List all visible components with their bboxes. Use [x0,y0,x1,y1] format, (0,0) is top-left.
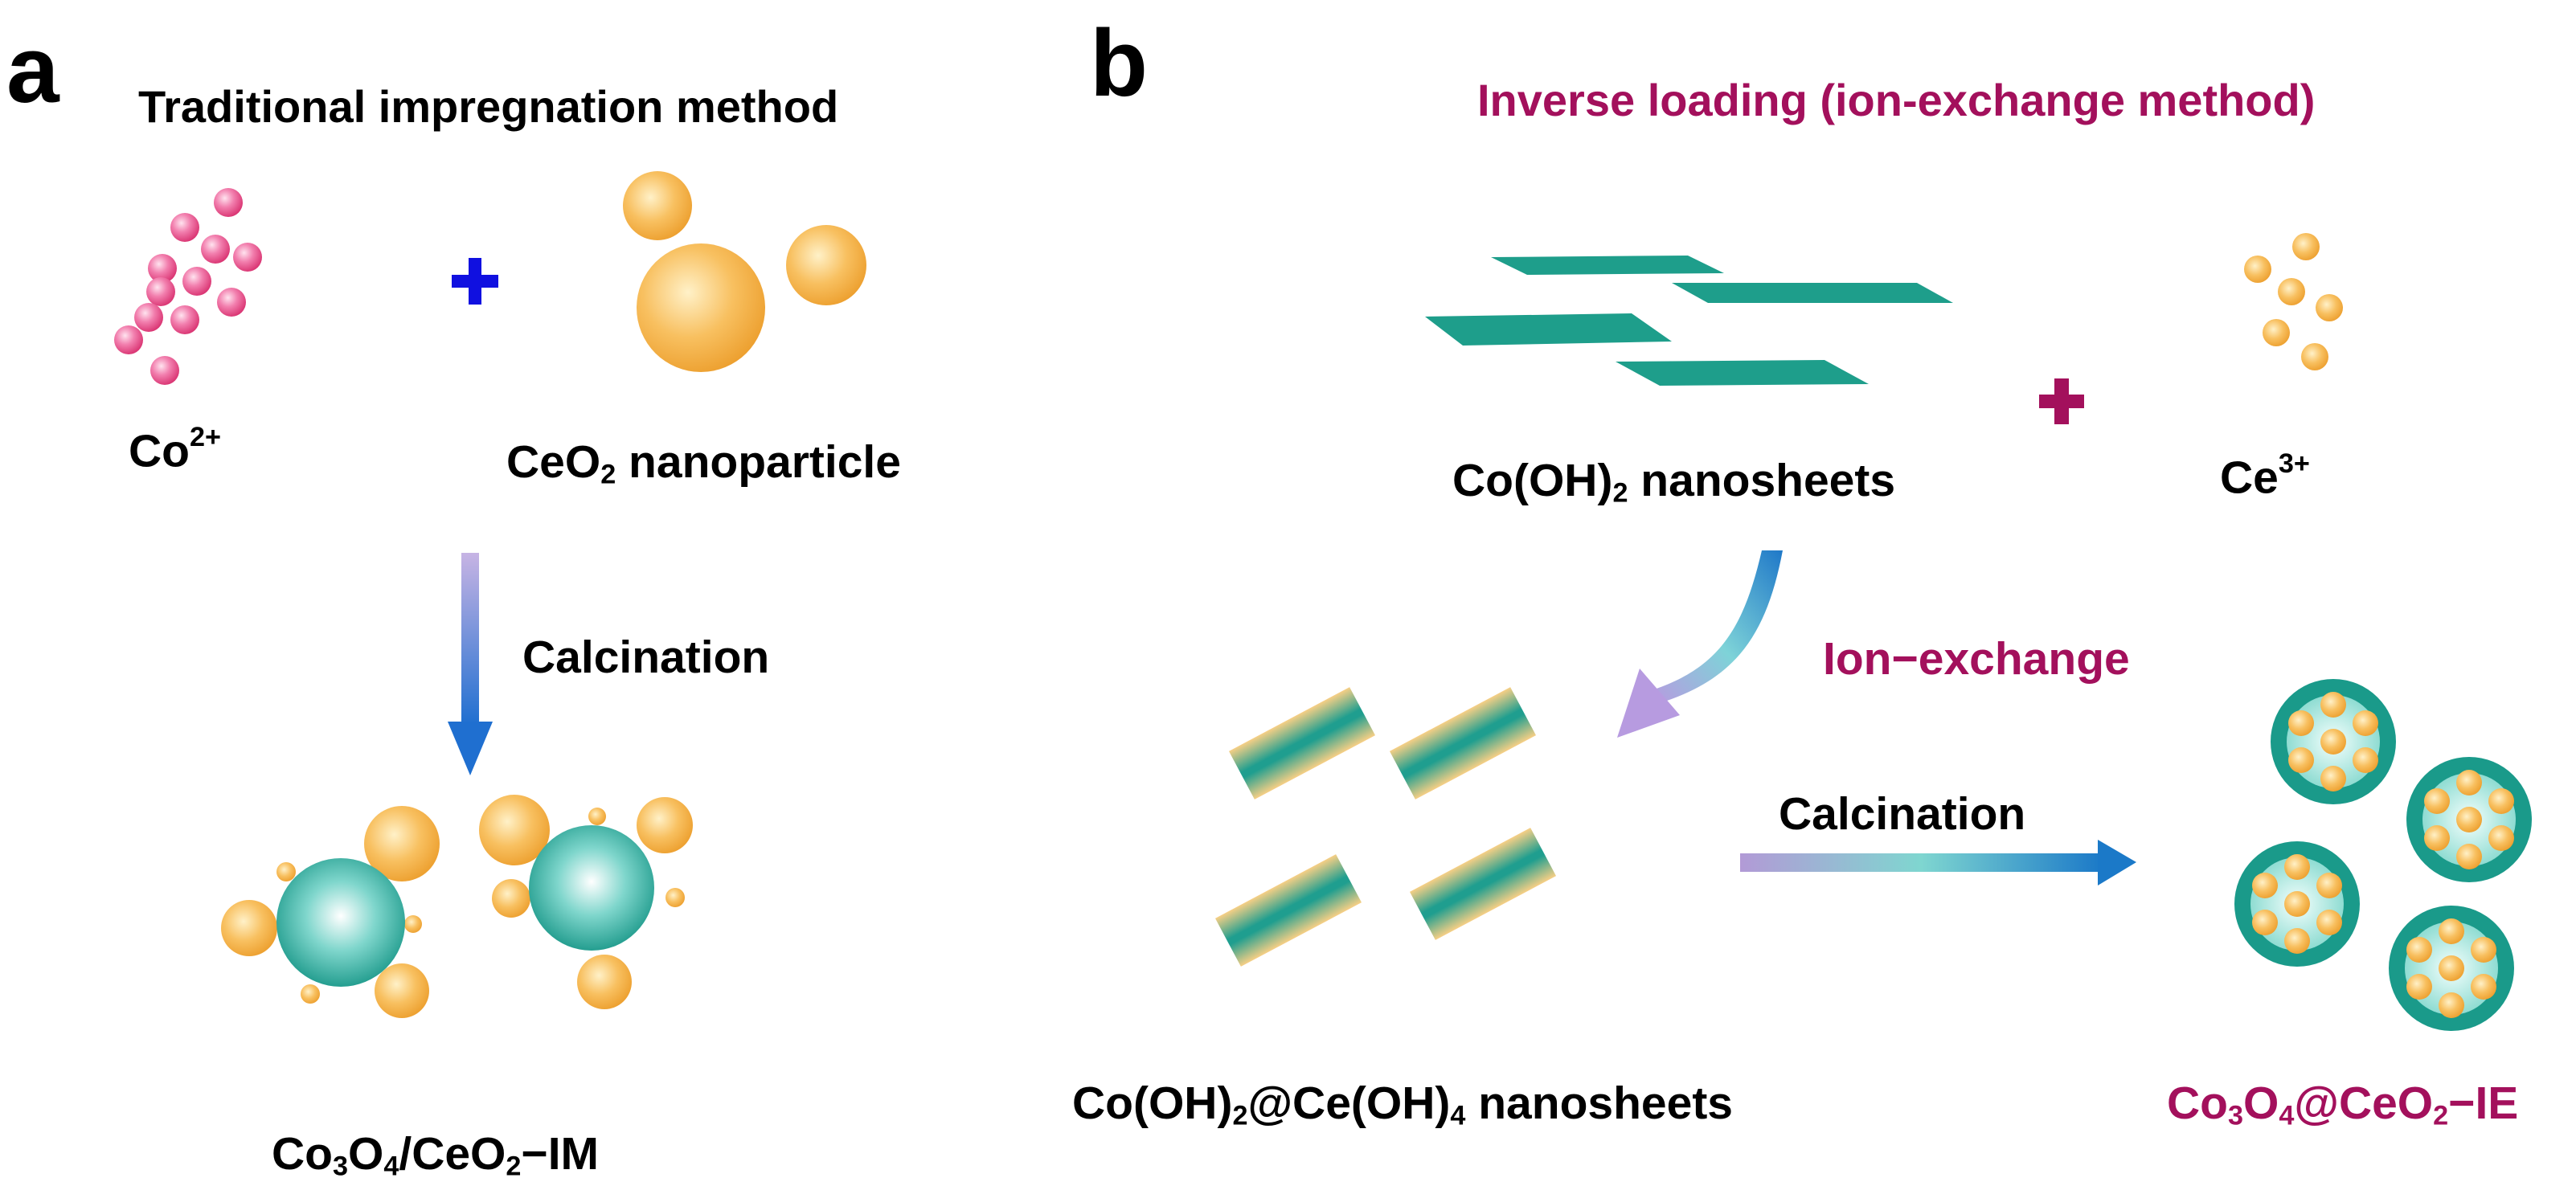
down-arrow-icon [448,553,493,775]
right-arrow-icon [1740,840,2136,885]
calcination-label-a: Calcination [522,632,770,683]
co-oh2-nanosheets-label: Co(OH)2 nanosheets [1452,455,1896,509]
co3o4-ceo2-im-product [221,795,693,1018]
plus-sign-icon [2039,378,2084,424]
panel-a-title: Traditional impregnation method [138,81,839,132]
co-ion-label: Co2+ [129,422,221,477]
co-oh2-ce-oh4-label: Co(OH)2@Ce(OH)4 nanosheets [1072,1078,1733,1131]
ceo2-nanoparticle-label: CeO2 nanoparticle [506,436,901,490]
co-ion-cluster [114,188,262,385]
curved-arrow-icon [1617,550,1783,738]
plus-sign-icon [452,258,498,305]
ce-ion-label: Ce3+ [2220,448,2310,504]
ion-exchange-label: Ion−exchange [1823,633,2130,685]
co3o4-ceo2-im-label: Co3O4/CeO2−IM [272,1128,600,1182]
co3o4-ceo2-ie-product [2234,679,2532,1031]
calcination-label-b: Calcination [1779,788,2026,840]
co3o4-ceo2-ie-label: Co3O4@CeO2−IE [2167,1078,2519,1131]
co-oh2-ce-oh4-nanosheets [1214,687,1557,967]
co-oh2-nanosheets [1425,256,1953,386]
ceo2-nanoparticles [623,171,866,372]
panel-label-a: a [6,17,59,123]
panel-label-b: b [1090,10,1149,117]
panel-b-title: Inverse loading (ion-exchange method) [1477,75,2316,125]
ce-ion-cluster [2244,233,2343,370]
